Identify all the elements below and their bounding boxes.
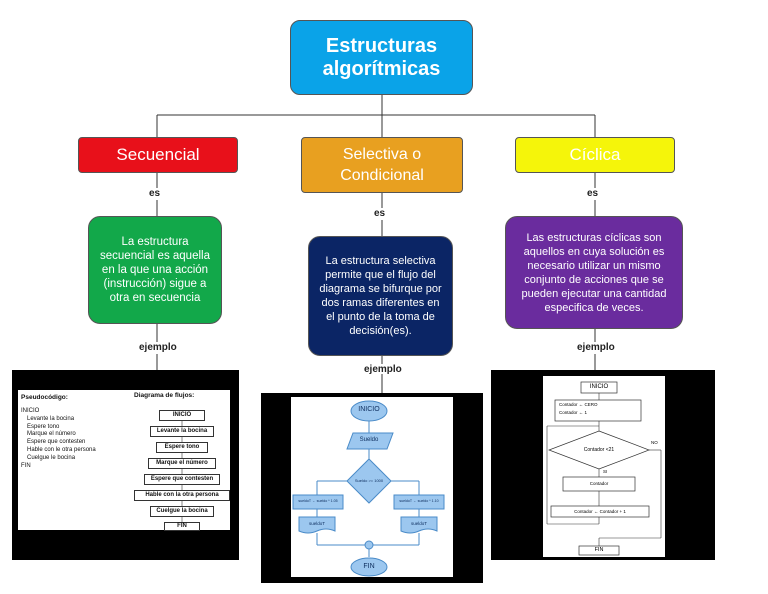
flow-incr-box (550, 505, 650, 518)
branch-ciclica: Cíclica (515, 137, 675, 173)
flow-init-line: Contador ← CERO (559, 402, 598, 407)
branch-secuencial: Secuencial (78, 137, 238, 173)
flow-step: Levante la bocina (150, 426, 214, 437)
flow-no-label: NO (651, 440, 658, 445)
pseudo-line: Marque el número (27, 431, 76, 438)
flow-calc-right-label: sueldoT ← sueldo * 1.10 (399, 499, 439, 503)
example-sheet: Pseudocódigo: INICIO Levante la bocina E… (18, 390, 230, 531)
connector-ejemplo: ejemplo (364, 364, 402, 375)
pseudo-line: Cuelgue le bocina (27, 454, 76, 461)
pseudo-line: Espere tono (27, 423, 60, 430)
desc-text: La estructura secuencial es aquella en l… (100, 236, 210, 304)
flow-input-label: Sueldo (359, 437, 379, 443)
flow-end-label: FIN (594, 547, 604, 553)
desc-ciclica: Las estructuras cíclicas son aquellos en… (505, 216, 683, 329)
flow-step: Espere tono (156, 442, 208, 453)
root-node: Estructuras algorítmicas (290, 20, 473, 95)
example-ciclica: INICIO Contador ← CERO Contador ← 1 Cont… (491, 370, 715, 560)
desc-text: Las estructuras cíclicas son aquellos en… (521, 231, 667, 314)
flow-step: Cuelgue la bocina (150, 506, 214, 517)
flow-output-right-label: sueldoT (410, 521, 427, 526)
flow-step: Espere que contesten (144, 474, 220, 485)
flow-start-label: INICIO (589, 384, 609, 390)
flow-si-label: SI (603, 469, 608, 474)
flow-decision-label: Sueldo >= 1000 (354, 478, 384, 483)
flow-end-label: FIN (363, 563, 375, 570)
flow-body-label: Contador (589, 481, 609, 486)
flow-output-right (400, 516, 438, 534)
flow-output-left-label: sueldoT (308, 521, 325, 526)
flow-connector (364, 540, 374, 550)
desc-selectiva: La estructura selectiva permite que el f… (308, 236, 453, 356)
flow-body-box (562, 476, 636, 492)
flow-arrows (181, 420, 183, 522)
flow-output-left (298, 516, 336, 534)
pseudocode-list: INICIO Levante la bocina Espere tono Mar… (21, 408, 96, 470)
flow-calc-left-label: sueldoT ← sueldo * 1.05 (298, 499, 338, 503)
flow-calc-left (292, 494, 344, 510)
selective-flowchart (292, 400, 445, 577)
cyclic-flowchart (546, 381, 662, 556)
branch-title: Cíclica (569, 145, 621, 164)
pseudo-line: Hable con le otra persona (27, 446, 96, 453)
branch-title: Selectiva o Condicional (340, 146, 424, 184)
flow-decision (346, 458, 392, 504)
branch-selectiva: Selectiva o Condicional (301, 137, 463, 193)
pseudocode-title: Pseudocódigo: (21, 394, 68, 401)
flow-end-terminal (350, 557, 388, 577)
branch-title: Secuencial (116, 145, 200, 164)
root-title: Estructuras algorítmicas (322, 34, 441, 80)
flow-decision (548, 430, 650, 470)
flow-decision-label: Contador <21 (583, 447, 615, 453)
pseudo-line: Levante la bocina (27, 415, 75, 422)
flow-init-line: Contador ← 1 (559, 410, 588, 415)
example-sheet: INICIO Contador ← CERO Contador ← 1 Cont… (543, 376, 665, 557)
pseudo-line: Espere que contesten (27, 439, 86, 446)
flow-start-terminal (350, 400, 388, 422)
connector-es: es (374, 208, 386, 219)
flow-input (346, 432, 394, 450)
flow-step: Hable con la otra persona (134, 490, 230, 501)
example-sheet: INICIO Sueldo Sueldo >= 1000 sueldoT ← s… (291, 397, 453, 577)
flow-step: FIN (164, 522, 200, 531)
flow-calc-right (393, 494, 445, 510)
connector-ejemplo: ejemplo (139, 342, 177, 353)
desc-secuencial: La estructura secuencial es aquella en l… (88, 216, 222, 324)
flow-step: INICIO (159, 410, 205, 421)
pseudo-line: FIN (21, 462, 31, 469)
desc-text: La estructura selectiva permite que el f… (319, 255, 442, 337)
connector-es: es (149, 188, 161, 199)
connector-es: es (587, 188, 599, 199)
example-selectiva: INICIO Sueldo Sueldo >= 1000 sueldoT ← s… (261, 393, 483, 583)
flow-incr-label: Contador ← Contador + 1 (574, 509, 626, 514)
example-secuencial: Pseudocódigo: INICIO Levante la bocina E… (12, 370, 239, 560)
connector-ejemplo: ejemplo (577, 342, 615, 353)
flow-start-label: INICIO (358, 406, 380, 413)
flow-title: Diagrama de flujos: (134, 392, 195, 399)
flow-init-box (554, 399, 642, 422)
pseudo-line: INICIO (21, 408, 40, 414)
flow-end-box (578, 545, 620, 556)
flow-start-box (580, 381, 618, 394)
flow-step: Marque el número (148, 458, 216, 469)
